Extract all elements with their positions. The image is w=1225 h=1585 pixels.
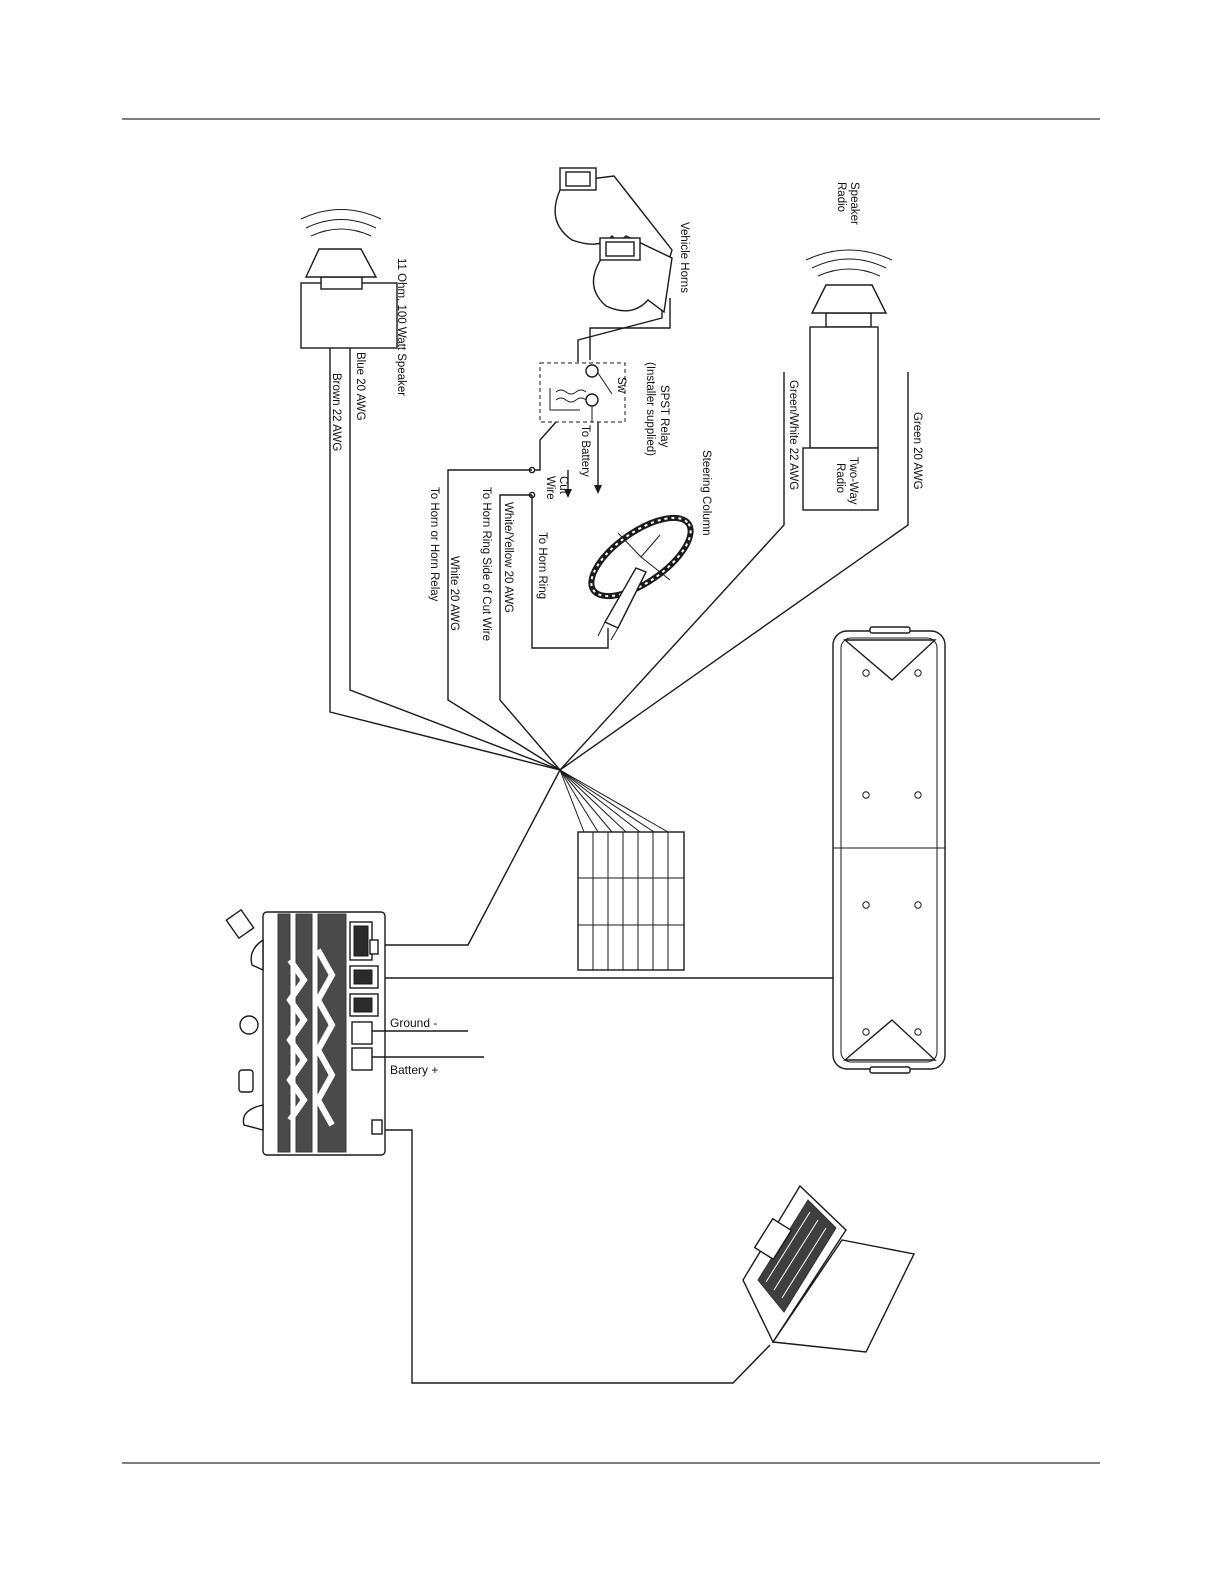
harness-fan: [559, 769, 669, 833]
brown-22awg-label: Brown 22 AWG: [330, 373, 342, 451]
horn-wire-1: [589, 298, 671, 360]
vehicle-horns-label: Vehicle Horns: [678, 222, 690, 293]
two-way-radio-icon: [802, 447, 879, 511]
blue-20awg-label: Blue 20 AWG: [354, 352, 366, 421]
steering-column-label: Steering Column: [700, 450, 712, 536]
green-white-22awg-label: Green/White 22 AWG: [787, 380, 799, 490]
laptop-icon: [742, 1184, 916, 1353]
cut-label: Cut: [557, 476, 569, 495]
white-20awg-label: White 20 AWG: [448, 556, 460, 631]
horn-wire-2: [577, 310, 663, 362]
speaker-label: Speaker: [848, 182, 860, 225]
to-horn-or-relay-label: To Horn or Horn Relay: [428, 487, 440, 602]
steering-wheel-icon: [588, 514, 694, 641]
wire-label: Wire: [544, 476, 556, 500]
to-horn-ring-label: To Horn Ring: [536, 532, 548, 599]
vehicle-horns-icon: [554, 167, 673, 314]
radio-speaker-icon: [805, 249, 893, 449]
speaker-label-group: 11 Ohm, 100 Watt Speaker Blue 20 AWG Bro…: [330, 258, 407, 451]
two-way-label: Two-Way: [847, 457, 859, 505]
white-yellow-wire: [499, 494, 561, 771]
ground-label: Ground -: [390, 1016, 437, 1030]
blue-wire: [349, 348, 561, 771]
installer-supplied-label: (Installer supplied): [644, 362, 656, 456]
two-way-radio-label: Radio: [834, 463, 846, 493]
battery-label: Battery +: [390, 1063, 438, 1077]
to-horn-ring-side-label: To Horn Ring Side of Cut Wire: [480, 487, 492, 641]
sw-label: Sw: [615, 377, 627, 394]
connector-panel-icon: [577, 831, 685, 971]
horn-ring-wire: [531, 495, 609, 649]
speaker-11ohm-label: 11 Ohm, 100 Watt Speaker: [395, 258, 407, 396]
green-white-wire: [559, 372, 785, 771]
spst-relay-icon: [539, 362, 626, 423]
harness-to-controller-wire: [374, 769, 561, 946]
white-wire: [447, 469, 561, 771]
radio-label: Radio: [835, 182, 847, 212]
relay-to-junction-wire: [532, 421, 557, 471]
brown-wire: [329, 348, 561, 771]
controller-to-laptop-wire: [385, 1129, 771, 1384]
speaker-11ohm-icon: [300, 209, 398, 349]
to-battery-label: To Battery: [579, 425, 591, 477]
green-20awg-label: Green 20 AWG: [911, 412, 923, 490]
siren-controller-icon: [225, 908, 386, 1156]
spst-relay-label: SPST Relay: [658, 385, 670, 448]
light-bar-icon: [832, 626, 946, 1074]
white-yellow-20awg-label: White/Yellow 20 AWG: [502, 502, 514, 613]
green-wire: [559, 372, 909, 771]
